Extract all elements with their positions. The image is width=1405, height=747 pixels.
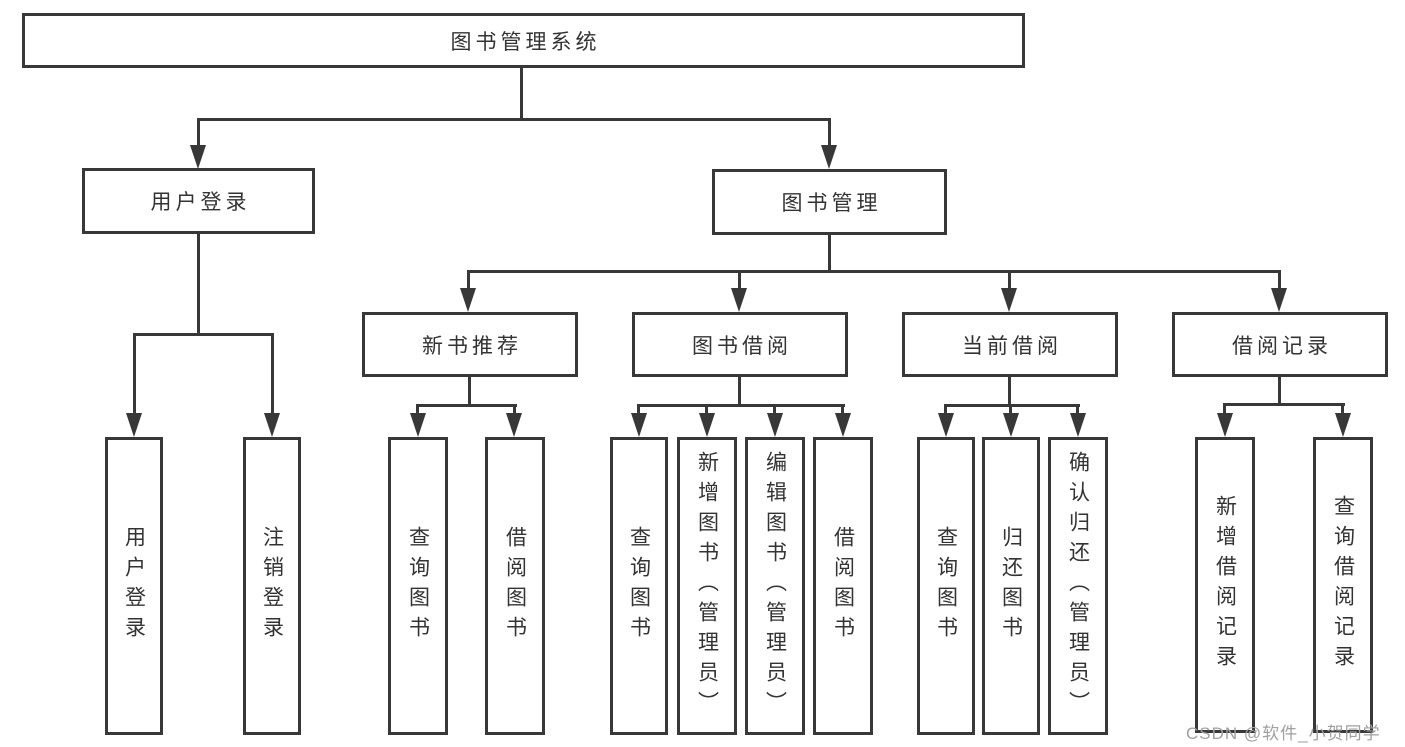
leaf-cb-confirm-return-admin: 确认归还（管理员） — [1048, 437, 1108, 735]
connector-line — [197, 118, 200, 146]
connector-line — [1223, 403, 1345, 406]
node-label: 注销登录 — [260, 526, 284, 646]
node-label: 确认归还（管理员） — [1066, 451, 1090, 721]
leaf-rec-query-borrow-record: 查询借阅记录 — [1313, 437, 1373, 733]
connector-line — [738, 270, 741, 290]
connector-line — [841, 404, 844, 415]
connector-line — [828, 118, 831, 146]
connector-line — [1009, 404, 1012, 415]
arrow-down-icon — [1335, 413, 1351, 437]
leaf-logout: 注销登录 — [243, 437, 301, 735]
connector-line — [773, 404, 776, 415]
node-new-book-recommend: 新书推荐 — [362, 312, 578, 377]
arrow-down-icon — [410, 413, 426, 437]
watermark: CSDN @软件_小贺同学 — [1186, 724, 1381, 743]
node-label: 图书管理 — [781, 192, 882, 215]
node-label: 借阅记录 — [1232, 334, 1332, 358]
connector-line — [1278, 376, 1281, 405]
arrow-down-icon — [767, 413, 783, 437]
leaf-nbr-borrow-books: 借阅图书 — [485, 437, 545, 735]
arrow-down-icon — [506, 413, 522, 437]
leaf-bb-edit-books-admin: 编辑图书（管理员） — [745, 437, 805, 735]
node-label: 图书管理系统 — [450, 30, 601, 54]
node-label: 查询图书 — [406, 526, 430, 646]
arrow-down-icon — [1070, 413, 1086, 437]
leaf-cb-return-books: 归还图书 — [982, 437, 1040, 735]
connector-line — [1076, 404, 1079, 415]
connector-line — [1008, 376, 1011, 406]
leaf-bb-query-books: 查询图书 — [610, 437, 668, 735]
connector-line — [738, 376, 741, 406]
connector-line — [520, 68, 523, 120]
leaf-bb-add-books-admin: 新增图书（管理员） — [677, 437, 737, 735]
node-root-library-system: 图书管理系统 — [22, 13, 1025, 68]
leaf-nbr-query-books: 查询图书 — [388, 437, 448, 735]
node-label: 编辑图书（管理员） — [763, 451, 787, 721]
arrow-down-icon — [1217, 413, 1233, 437]
node-book-management: 图书管理 — [712, 169, 947, 235]
arrow-down-icon — [1003, 413, 1019, 437]
connector-line — [467, 270, 1281, 273]
node-label: 用户登录 — [122, 526, 146, 646]
arrow-down-icon — [190, 145, 206, 169]
arrow-down-icon — [460, 288, 476, 312]
node-label: 新增图书（管理员） — [695, 451, 719, 721]
connector-line — [637, 404, 845, 407]
connector-line — [828, 234, 831, 272]
connector-line — [271, 333, 274, 413]
node-label: 用户登录 — [150, 191, 251, 214]
arrow-down-icon — [835, 413, 851, 437]
node-label: 新增借阅记录 — [1213, 495, 1237, 675]
connector-line — [468, 376, 471, 406]
connector-line — [1223, 403, 1226, 415]
leaf-rec-add-borrow-record: 新增借阅记录 — [1195, 437, 1255, 733]
node-user-login: 用户登录 — [82, 168, 315, 234]
connector-line — [133, 333, 136, 413]
arrow-down-icon — [126, 413, 142, 437]
node-label: 查询图书 — [934, 526, 958, 646]
connector-line — [133, 333, 274, 336]
node-label: 图书借阅 — [692, 334, 792, 358]
node-label: 借阅图书 — [831, 526, 855, 646]
connector-line — [944, 404, 947, 415]
node-label: 当前借阅 — [962, 334, 1062, 358]
arrow-down-icon — [821, 145, 837, 169]
arrow-down-icon — [264, 413, 280, 437]
connector-line — [944, 404, 1080, 407]
arrow-down-icon — [938, 413, 954, 437]
node-book-borrowing: 图书借阅 — [632, 312, 848, 377]
connector-line — [705, 404, 708, 415]
connector-line — [416, 404, 517, 407]
connector-line — [416, 404, 419, 415]
connector-line — [467, 270, 470, 290]
leaf-user-login: 用户登录 — [105, 437, 163, 735]
node-current-borrowing: 当前借阅 — [902, 312, 1118, 377]
node-label: 新书推荐 — [422, 334, 522, 358]
connector-line — [1278, 270, 1281, 290]
node-label: 借阅图书 — [503, 526, 527, 646]
leaf-bb-borrow-books: 借阅图书 — [813, 437, 873, 735]
arrow-down-icon — [631, 413, 647, 437]
node-label: 查询图书 — [627, 526, 651, 646]
leaf-cb-query-books: 查询图书 — [917, 437, 975, 735]
connector-line — [637, 404, 640, 415]
node-label: 归还图书 — [999, 526, 1023, 646]
node-borrowing-records: 借阅记录 — [1172, 312, 1388, 377]
arrow-down-icon — [1001, 288, 1017, 312]
arrow-down-icon — [699, 413, 715, 437]
connector-line — [197, 118, 831, 121]
connector-line — [1341, 403, 1344, 415]
connector-line — [1008, 270, 1011, 290]
connector-line — [197, 233, 200, 335]
arrow-down-icon — [1271, 288, 1287, 312]
arrow-down-icon — [731, 288, 747, 312]
node-label: 查询借阅记录 — [1331, 495, 1355, 675]
connector-line — [513, 404, 516, 415]
